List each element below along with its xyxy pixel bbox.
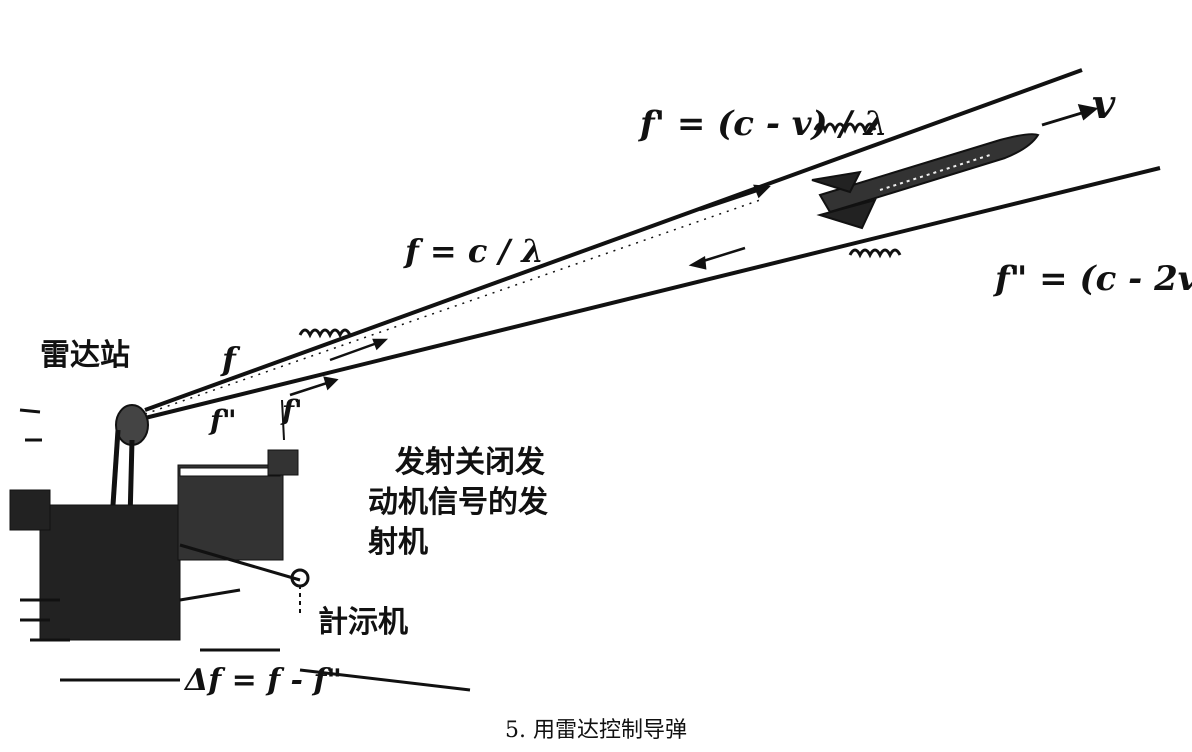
formula-f-double-prime-small: f" (208, 404, 237, 437)
missile (811, 133, 1040, 230)
wave-symbols (298, 122, 902, 339)
formula-f-over-lambda: f = c / λ (403, 232, 544, 270)
label-counter: 計沶机 (318, 605, 408, 640)
formula-f-double-prime: f" = (c - 2v) / λ (993, 259, 1192, 299)
missile-fin-lower (816, 198, 877, 230)
missile-body (818, 133, 1040, 214)
beam-lower-line (144, 166, 1161, 420)
formula-f-prime: f' = (c - v) / λ (638, 104, 888, 144)
ground (19, 408, 471, 692)
radar-beam (144, 68, 1161, 420)
wave-outgoing-1 (298, 328, 352, 339)
beam-upper-line (144, 68, 1083, 412)
missile-fin-upper (811, 170, 862, 194)
velocity-arrow (1041, 104, 1099, 127)
counter-box (267, 449, 299, 476)
label-transmitter-line2: 动机信号的发 (368, 485, 548, 520)
formula-delta-f: Δf = f - f" (183, 663, 342, 698)
figure-caption: 5. 用雷达控制导弹 (505, 718, 687, 743)
formula-f: f (220, 340, 241, 378)
radar-building (39, 504, 181, 641)
transmitter-building (177, 464, 284, 561)
wave-returning (848, 248, 902, 259)
label-radar-station: 雷达站 (40, 338, 130, 373)
radar-dish (115, 404, 149, 446)
wave-outgoing-2 (813, 122, 877, 134)
radar-station (9, 399, 310, 641)
label-transmitter-line1: 发射关闭发 (394, 445, 545, 480)
velocity-label: v (1092, 81, 1116, 128)
label-transmitter-line3: 射机 (368, 525, 428, 560)
formula-f-prime-small: f' (280, 394, 303, 427)
signal-arrows (289, 184, 771, 397)
